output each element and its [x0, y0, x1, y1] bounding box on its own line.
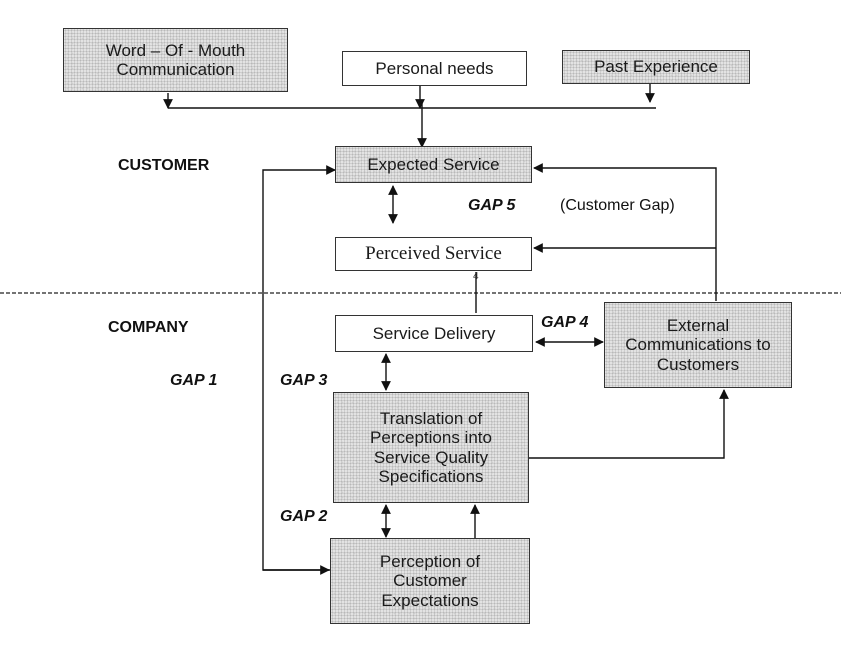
external-communications-box: External Communications to Customers	[604, 302, 792, 388]
translation-to-external-line	[529, 389, 729, 459]
gap5-label: GAP 5	[468, 197, 516, 214]
translation-box: Translation of Perceptions into Service …	[333, 392, 529, 503]
personal-needs-box: Personal needs	[342, 51, 527, 86]
gap4-label: GAP 4	[541, 314, 589, 331]
external-to-expected-line	[533, 163, 717, 301]
customer-section-label: CUSTOMER	[118, 157, 210, 174]
perceived-service-box: Perceived Service	[335, 237, 532, 271]
perceived-tick-mark: 4	[473, 271, 479, 282]
gap2-label: GAP 2	[280, 508, 328, 525]
translation-label: Translation of Perceptions into Service …	[370, 409, 492, 486]
expected-service-label: Expected Service	[367, 154, 500, 174]
past-experience-box: Past Experience	[562, 50, 750, 84]
perception-expectations-label: Perception of Customer Expectations	[379, 552, 481, 610]
perceived-service-label: Perceived Service	[365, 243, 502, 265]
external-communications-label: External Communications to Customers	[625, 316, 771, 374]
company-section-label: COMPANY	[108, 319, 189, 336]
service-delivery-label: Service Delivery	[372, 323, 496, 343]
past-experience-label: Past Experience	[594, 57, 718, 77]
word-of-mouth-box: Word – Of - Mouth Communication	[63, 28, 288, 92]
personal-needs-label: Personal needs	[375, 58, 494, 78]
expected-service-box: Expected Service	[335, 146, 532, 183]
gap5-note: (Customer Gap)	[560, 197, 675, 214]
gap3-label: GAP 3	[280, 372, 328, 389]
gap1-label: GAP 1	[170, 372, 218, 389]
word-of-mouth-label: Word – Of - Mouth Communication	[105, 40, 246, 79]
perception-expectations-box: Perception of Customer Expectations	[330, 538, 530, 624]
service-delivery-box: Service Delivery	[335, 315, 533, 352]
